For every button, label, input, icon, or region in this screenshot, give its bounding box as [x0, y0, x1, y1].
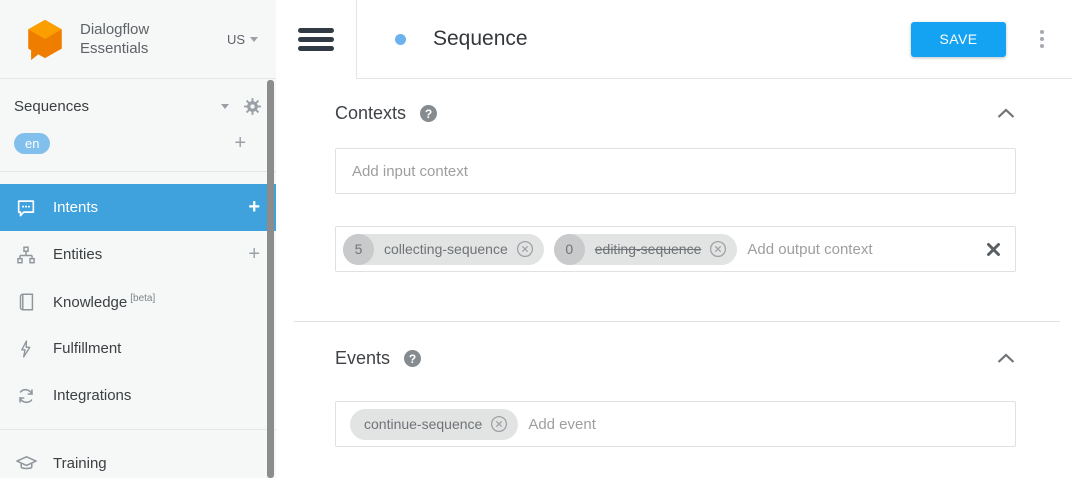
- language-row: en +: [0, 119, 276, 155]
- events-field[interactable]: continue-sequence: [335, 401, 1016, 447]
- chat-bubble-icon: [14, 196, 38, 220]
- region-selector[interactable]: US: [227, 32, 258, 47]
- sidebar-item-knowledge[interactable]: Knowledge[beta]: [0, 278, 276, 325]
- save-button[interactable]: SAVE: [911, 21, 1006, 57]
- lightning-icon: [14, 337, 38, 361]
- collapse-contexts-button[interactable]: [996, 108, 1016, 119]
- output-context-input[interactable]: [747, 240, 976, 258]
- gear-icon[interactable]: [243, 97, 262, 116]
- chevron-down-icon: [250, 36, 258, 42]
- event-input[interactable]: [528, 415, 1001, 433]
- events-title: Events: [335, 348, 391, 368]
- chip-label: editing-sequence: [594, 241, 702, 257]
- top-bar: Sequence SAVE: [276, 0, 1072, 79]
- lifespan-badge: 0: [553, 233, 585, 265]
- output-context-chip[interactable]: 0 editing-sequence: [553, 233, 738, 265]
- sidebar-item-training[interactable]: Training: [0, 440, 276, 487]
- book-icon: [14, 290, 38, 314]
- hamburger-menu-icon[interactable]: [298, 28, 334, 51]
- entities-tree-icon: [14, 243, 38, 267]
- collapse-events-button[interactable]: [996, 353, 1016, 364]
- sidebar-item-label: Fulfillment: [53, 340, 122, 357]
- contexts-title: Contexts: [335, 103, 407, 123]
- agent-selector[interactable]: Sequences: [0, 79, 276, 119]
- sidebar-item-fulfillment[interactable]: Fulfillment: [0, 325, 276, 372]
- agent-name: Sequences: [14, 97, 90, 115]
- chevron-up-icon: [997, 353, 1015, 363]
- sidebar-menu: Intents + Entities + Kno: [0, 184, 276, 487]
- sidebar-item-intents[interactable]: Intents +: [0, 184, 276, 231]
- sidebar-item-label: Integrations: [53, 387, 132, 404]
- brand-header: Dialogflow Essentials US: [0, 0, 276, 79]
- main-panel: Sequence SAVE Contexts ? 5 collecting-se…: [276, 0, 1072, 478]
- contexts-section-header: Contexts ?: [335, 103, 1016, 124]
- sidebar-item-label: Training: [53, 455, 107, 472]
- divider: [0, 171, 276, 172]
- intent-status-dot-icon: [395, 33, 406, 45]
- language-tab-en[interactable]: en: [14, 132, 51, 154]
- hamburger-zone: [276, 0, 357, 79]
- remove-chip-icon[interactable]: [516, 240, 534, 258]
- sidebar-item-entities[interactable]: Entities +: [0, 231, 276, 278]
- add-entity-button[interactable]: +: [248, 243, 260, 265]
- chip-label: collecting-sequence: [384, 241, 508, 257]
- page-title: Sequence: [433, 27, 528, 50]
- remove-chip-icon[interactable]: [709, 240, 727, 258]
- title-bar: Sequence SAVE: [357, 0, 1072, 79]
- graduation-cap-icon: [14, 452, 38, 476]
- remove-chip-icon[interactable]: [490, 415, 508, 433]
- sync-icon: [14, 384, 38, 408]
- help-icon[interactable]: ?: [420, 105, 438, 122]
- help-icon[interactable]: ?: [404, 350, 422, 367]
- chevron-down-icon[interactable]: [221, 103, 229, 109]
- sidebar: Dialogflow Essentials US Sequences: [0, 0, 276, 478]
- add-intent-button[interactable]: +: [248, 196, 260, 218]
- events-section-header: Events ?: [335, 348, 1016, 369]
- sidebar-item-label: Intents: [53, 199, 99, 216]
- add-language-button[interactable]: +: [234, 132, 246, 154]
- event-chip[interactable]: continue-sequence: [350, 408, 519, 440]
- sidebar-scrollbar[interactable]: [267, 80, 274, 478]
- output-context-chip[interactable]: 5 collecting-sequence: [343, 233, 544, 265]
- chevron-up-icon: [997, 108, 1015, 118]
- divider: [294, 321, 1060, 322]
- sidebar-item-label: Knowledge[beta]: [53, 292, 156, 311]
- sidebar-item-integrations[interactable]: Integrations: [0, 372, 276, 419]
- lifespan-badge: 5: [343, 233, 374, 265]
- sidebar-item-label: Entities: [53, 246, 103, 263]
- input-context-field[interactable]: [335, 148, 1016, 194]
- brand-name: Dialogflow Essentials: [80, 21, 150, 57]
- input-context-input[interactable]: [352, 162, 999, 180]
- beta-badge: [beta]: [130, 292, 156, 304]
- divider: [0, 429, 276, 430]
- chip-label: continue-sequence: [364, 416, 483, 432]
- kebab-menu-icon[interactable]: [1036, 26, 1048, 52]
- output-context-field[interactable]: 5 collecting-sequence 0 editing-sequence: [335, 226, 1016, 272]
- clear-contexts-icon[interactable]: [986, 242, 1001, 257]
- dialogflow-logo-icon: [28, 19, 62, 61]
